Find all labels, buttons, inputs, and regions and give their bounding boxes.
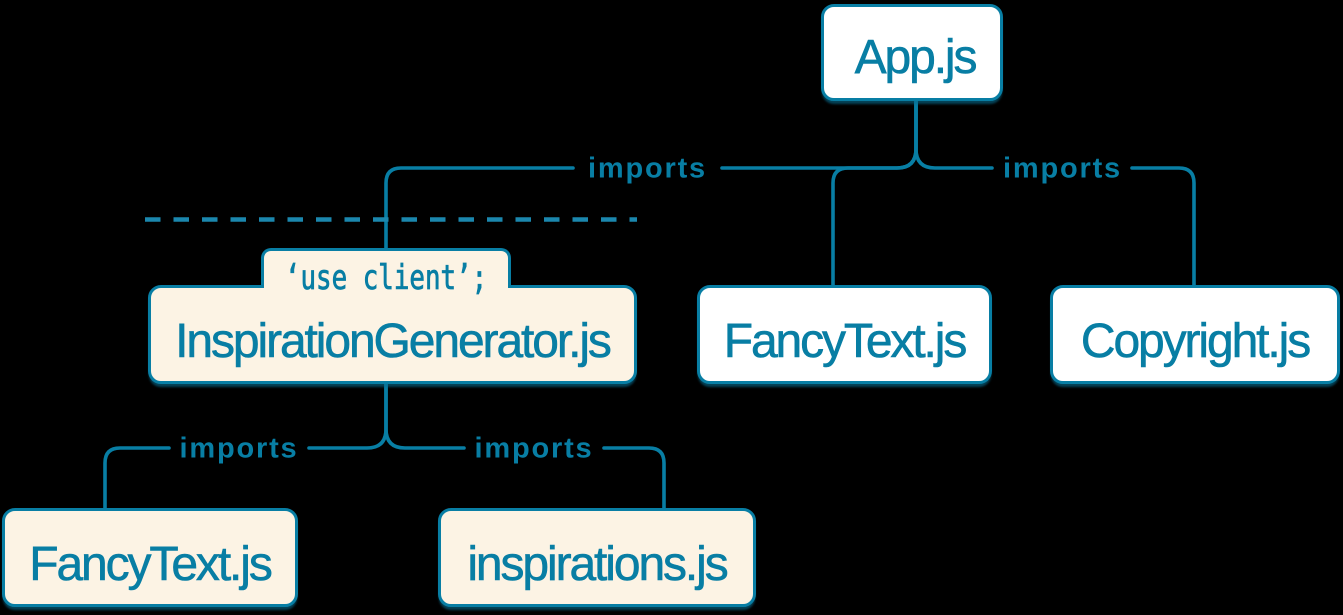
node-label: inspirations.js [467, 538, 729, 592]
node-copyright-js: Copyright.js [1050, 285, 1340, 384]
node-app-js: App.js [821, 4, 1003, 101]
edge-app-to-copyright [914, 99, 1196, 287]
node-fancy-text-js-bottom: FancyText.js [2, 508, 298, 607]
node-label: FancyText.js [29, 538, 273, 592]
imports-label: imports [588, 153, 707, 185]
use-client-directive-text: ‘use client’; [284, 258, 488, 298]
node-label: FancyText.js [723, 315, 967, 369]
node-inspiration-generator-js: InspirationGenerator.js [148, 285, 637, 384]
edge-ig-to-inspirations [384, 382, 666, 510]
imports-label: imports [180, 433, 299, 465]
imports-label: imports [1003, 153, 1122, 185]
node-fancy-text-js-middle: FancyText.js [697, 285, 992, 384]
use-client-directive-tab: ‘use client’; [261, 248, 511, 295]
imports-label: imports [475, 433, 594, 465]
node-label: InspirationGenerator.js [175, 315, 612, 369]
node-inspirations-js: inspirations.js [438, 508, 756, 607]
edge-app-to-fancy-text-mid [831, 99, 918, 287]
node-label: App.js [854, 31, 978, 85]
node-label: Copyright.js [1080, 315, 1312, 369]
